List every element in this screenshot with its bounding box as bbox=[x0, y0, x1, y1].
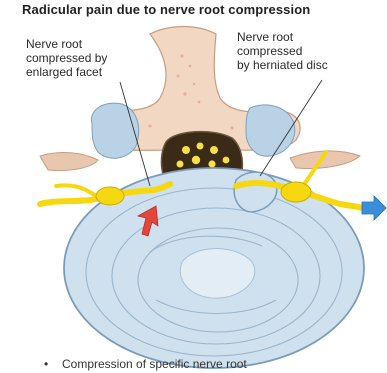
callout-left-line2: compressed by bbox=[26, 51, 107, 65]
right-facet-joint bbox=[246, 105, 295, 156]
right-nerve-ganglion bbox=[281, 182, 311, 202]
caption-bullet: • bbox=[44, 357, 48, 371]
callout-left-line3: enlarged facet bbox=[26, 65, 107, 79]
left-facet-joint bbox=[91, 103, 138, 158]
callout-right-line3: by herniated disc bbox=[237, 58, 328, 72]
left-nerve-branch-upper bbox=[56, 185, 96, 196]
callout-right-line1: Nerve root bbox=[237, 30, 328, 44]
blue-pain-arrow bbox=[362, 196, 386, 220]
left-nerve-ganglion bbox=[96, 187, 124, 205]
callout-herniated-disc: Nerve root compressed by herniated disc bbox=[237, 30, 328, 72]
diagram-title: Radicular pain due to nerve root compres… bbox=[22, 2, 310, 17]
callout-right-line2: compressed bbox=[237, 44, 328, 58]
callout-enlarged-facet: Nerve root compressed by enlarged facet bbox=[26, 37, 107, 79]
caption-text: Compression of specific nerve root bbox=[62, 357, 247, 371]
left-transverse-process bbox=[40, 153, 98, 171]
callout-left-line1: Nerve root bbox=[26, 37, 107, 51]
